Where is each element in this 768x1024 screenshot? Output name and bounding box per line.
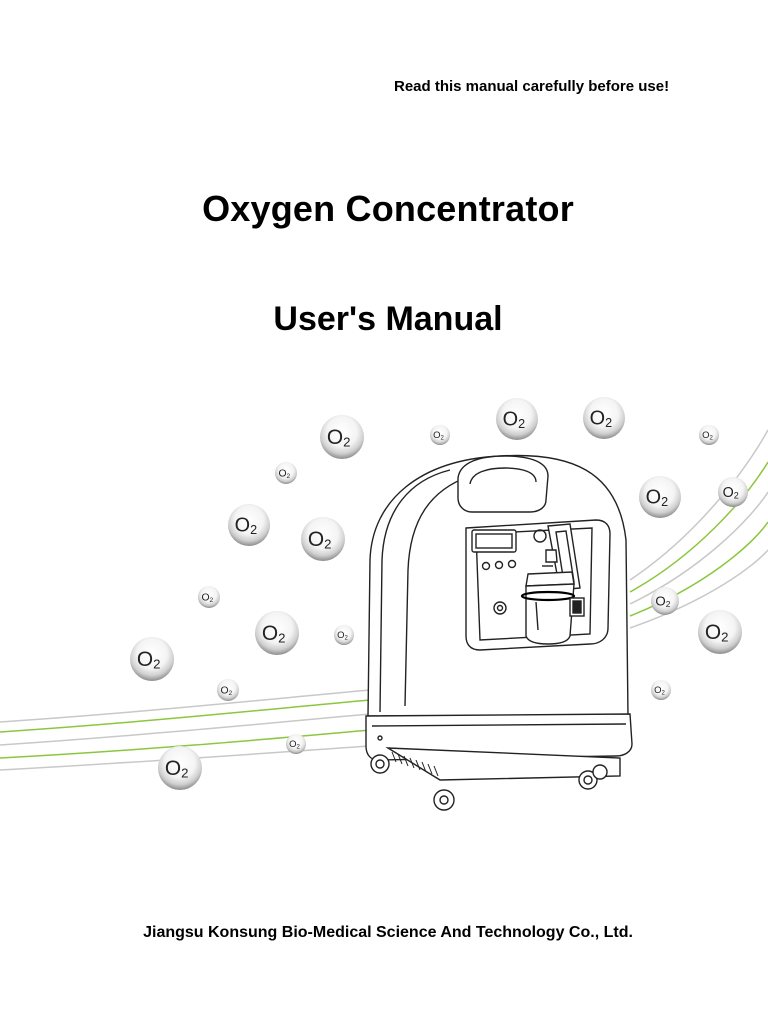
o2-bubble: O2 xyxy=(651,680,671,700)
o2-bubble: O2 xyxy=(334,625,354,645)
svg-text:O2: O2 xyxy=(289,739,300,750)
o2-bubble: O2 xyxy=(320,415,364,459)
o2-bubble: O2 xyxy=(651,587,679,615)
o2-bubble: O2 xyxy=(718,477,748,507)
svg-text:O2: O2 xyxy=(337,630,348,641)
o2-bubble: O2 xyxy=(255,611,299,655)
o2-bubble: O2 xyxy=(275,462,297,484)
svg-text:O2: O2 xyxy=(702,430,713,441)
o2-bubble: O2 xyxy=(158,746,202,790)
o2-bubble: O2 xyxy=(198,586,220,608)
document-subtitle: User's Manual xyxy=(273,300,503,338)
svg-text:O2: O2 xyxy=(220,686,232,697)
o2-bubble: O2 xyxy=(583,397,625,439)
concentrator-machine xyxy=(365,454,633,811)
o2-bubble: O2 xyxy=(698,610,742,654)
svg-text:O2: O2 xyxy=(654,685,665,696)
o2-bubble: O2 xyxy=(130,637,174,681)
o2-bubble: O2 xyxy=(699,425,719,445)
svg-text:O2: O2 xyxy=(278,469,290,480)
o2-bubble: O2 xyxy=(430,425,450,445)
svg-text:O2: O2 xyxy=(433,430,444,441)
svg-text:O2: O2 xyxy=(201,593,213,604)
o2-bubble: O2 xyxy=(228,504,270,546)
o2-bubble: O2 xyxy=(639,476,681,518)
notice-text: Read this manual carefully before use! xyxy=(394,78,670,95)
company-name: Jiangsu Konsung Bio-Medical Science And … xyxy=(143,924,633,941)
swoosh-lines xyxy=(0,429,768,771)
document-title: Oxygen Concentrator xyxy=(202,188,574,229)
o2-bubble: O2 xyxy=(496,398,538,440)
o2-bubble: O2 xyxy=(286,734,306,754)
o2-bubble: O2 xyxy=(301,517,345,561)
o2-bubble: O2 xyxy=(217,679,239,701)
